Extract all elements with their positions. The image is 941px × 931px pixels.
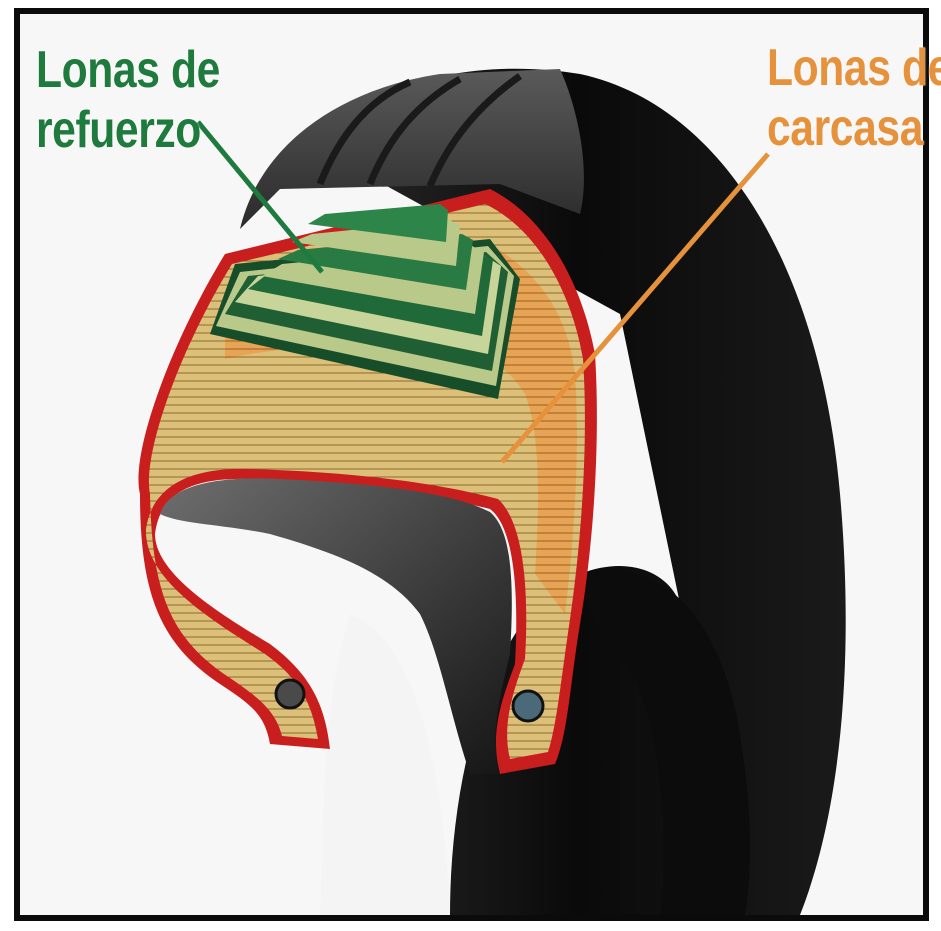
bead-wire-right: [513, 691, 543, 721]
reinforcement-label-line2: refuerzo: [36, 100, 220, 160]
reinforcement-label-line1: Lonas de: [36, 40, 220, 100]
reinforcement-label: Lonas de refuerzo: [36, 40, 220, 160]
carcass-label-line1: Lonas de: [767, 38, 941, 98]
carcass-label: Lonas de carcasa: [767, 38, 941, 158]
bead-wire-left: [276, 680, 304, 708]
carcass-label-line2: carcasa: [767, 98, 941, 158]
